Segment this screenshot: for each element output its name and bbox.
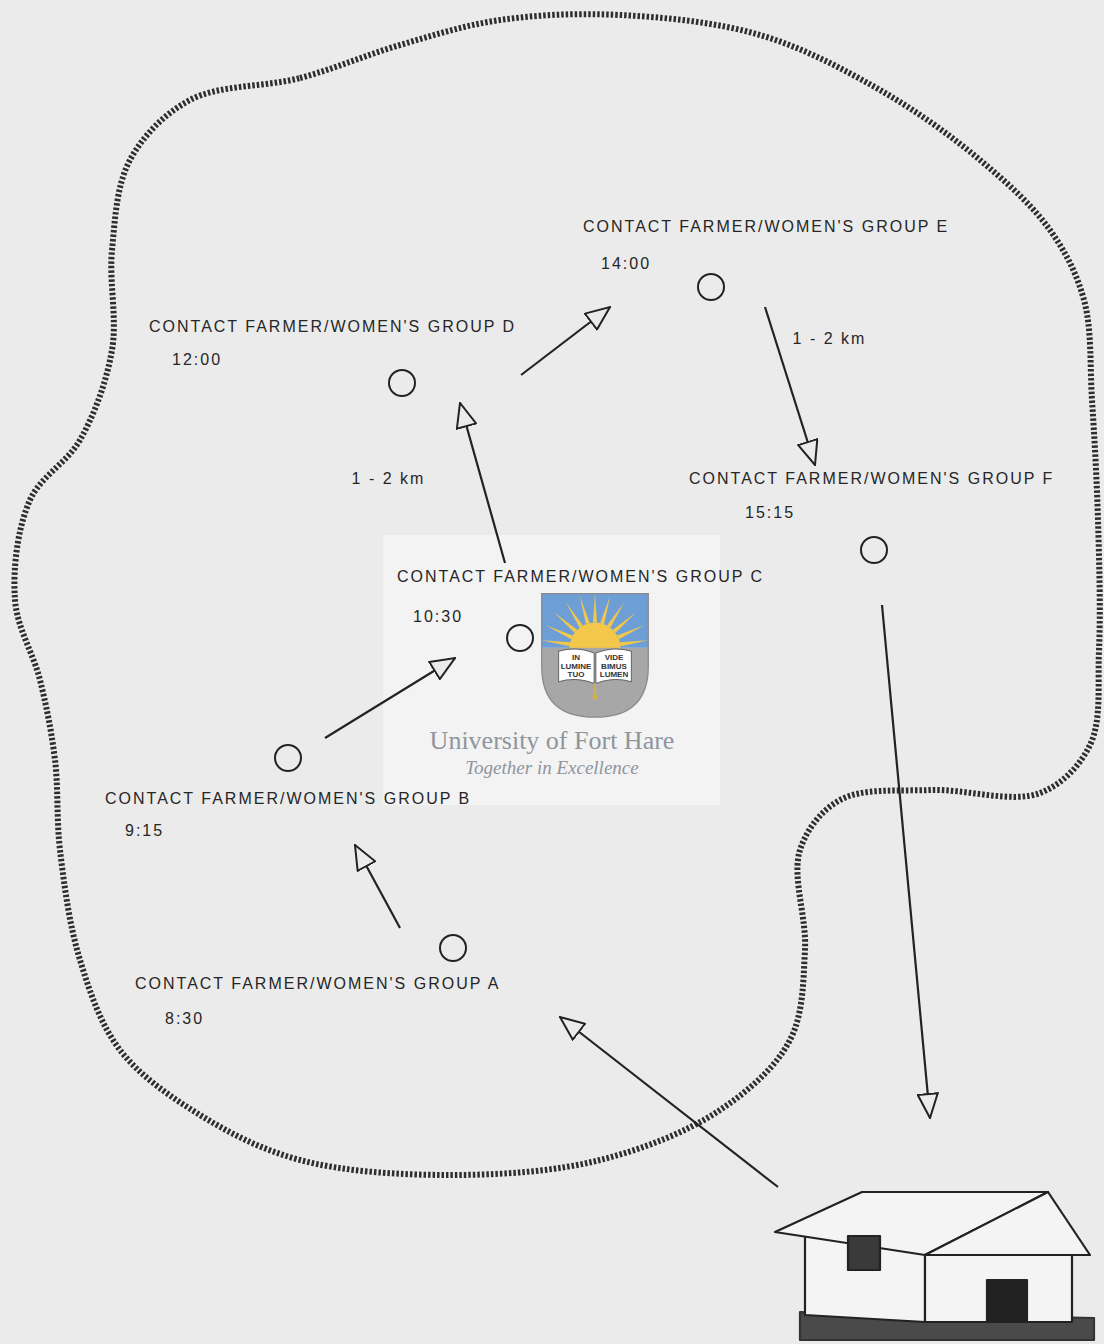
contact-group: CONTACT FARMER/WOMEN'S GROUP E 14:00 xyxy=(578,213,954,307)
book-ribbon xyxy=(594,683,596,694)
farm-marker xyxy=(438,933,468,963)
route-arrow xyxy=(460,403,505,563)
visit-time: 10:30 xyxy=(413,608,463,626)
contact-group: CONTACT FARMER/WOMEN'S GROUP D 12:00 xyxy=(144,313,521,403)
farm-circle xyxy=(698,274,724,300)
university-logo xyxy=(540,592,650,724)
group-label: CONTACT FARMER/WOMEN'S GROUP E xyxy=(583,218,949,236)
sun-ray xyxy=(617,625,644,639)
book-ribbon xyxy=(592,694,597,699)
route-arrow xyxy=(325,658,455,738)
motto-text: IN LUMINE TUO xyxy=(559,654,593,680)
house-gable xyxy=(925,1192,1090,1255)
watermark-name: University of Fort Hare xyxy=(430,727,675,755)
route-arrow xyxy=(355,845,400,928)
area-boundary xyxy=(14,14,1099,1175)
distance-label: 1 - 2 km xyxy=(790,330,870,348)
sun-ray xyxy=(541,640,570,646)
sun-ray xyxy=(613,612,636,632)
house-door xyxy=(987,1280,1027,1322)
sun-ray xyxy=(580,596,590,624)
visit-time: 14:00 xyxy=(601,255,651,273)
sun-ray xyxy=(593,594,597,623)
sun-ray xyxy=(620,640,649,646)
watermark-motto: Together in Excellence xyxy=(465,757,638,778)
area-boundary-line xyxy=(14,14,1099,1175)
farm-circle xyxy=(861,537,887,563)
farm-marker xyxy=(696,272,726,302)
contact-group: CONTACT FARMER/WOMEN'S GROUP F 15:15 xyxy=(684,465,1059,570)
sun-ray xyxy=(600,596,610,624)
farm-circle xyxy=(507,625,533,651)
group-label: CONTACT FARMER/WOMEN'S GROUP B xyxy=(105,790,471,808)
contact-group: CONTACT FARMER/WOMEN'S GROUP A 8:30 xyxy=(130,928,505,1033)
book-page xyxy=(559,649,595,683)
contact-group: CONTACT FARMER/WOMEN'S GROUP B 9:15 xyxy=(100,738,476,845)
route-arrow xyxy=(560,1017,778,1187)
route-arrow xyxy=(521,307,610,375)
farm-marker xyxy=(273,743,303,773)
house-icon xyxy=(775,1192,1094,1340)
group-label: CONTACT FARMER/WOMEN'S GROUP C xyxy=(397,568,764,586)
sun-ray xyxy=(566,602,583,627)
sun-ray xyxy=(546,625,573,639)
farm-circle xyxy=(275,745,301,771)
farm-circle xyxy=(389,370,415,396)
visit-time: 12:00 xyxy=(172,351,222,369)
logo-shield xyxy=(542,594,649,718)
farm-circle xyxy=(440,935,466,961)
group-label: CONTACT FARMER/WOMEN'S GROUP D xyxy=(149,318,516,336)
farm-marker xyxy=(387,368,417,398)
contact-group: CONTACT FARMER/WOMEN'S GROUP C 10:30 xyxy=(392,563,769,658)
farm-marker xyxy=(505,623,535,653)
visit-time: 15:15 xyxy=(745,504,795,522)
logo-base xyxy=(540,648,650,724)
house-window xyxy=(848,1236,880,1270)
group-label: CONTACT FARMER/WOMEN'S GROUP F xyxy=(689,470,1054,488)
house-wall xyxy=(925,1255,1072,1322)
book-page xyxy=(596,649,632,683)
farm-marker xyxy=(859,535,889,565)
visit-time: 9:15 xyxy=(125,822,164,840)
visit-time: 8:30 xyxy=(165,1010,204,1028)
group-label: CONTACT FARMER/WOMEN'S GROUP A xyxy=(135,975,500,993)
distance-label: 1 - 2 km xyxy=(349,470,429,488)
route-arrow xyxy=(882,605,930,1118)
motto-text: VIDE BIMUS LUMEN xyxy=(597,654,631,680)
